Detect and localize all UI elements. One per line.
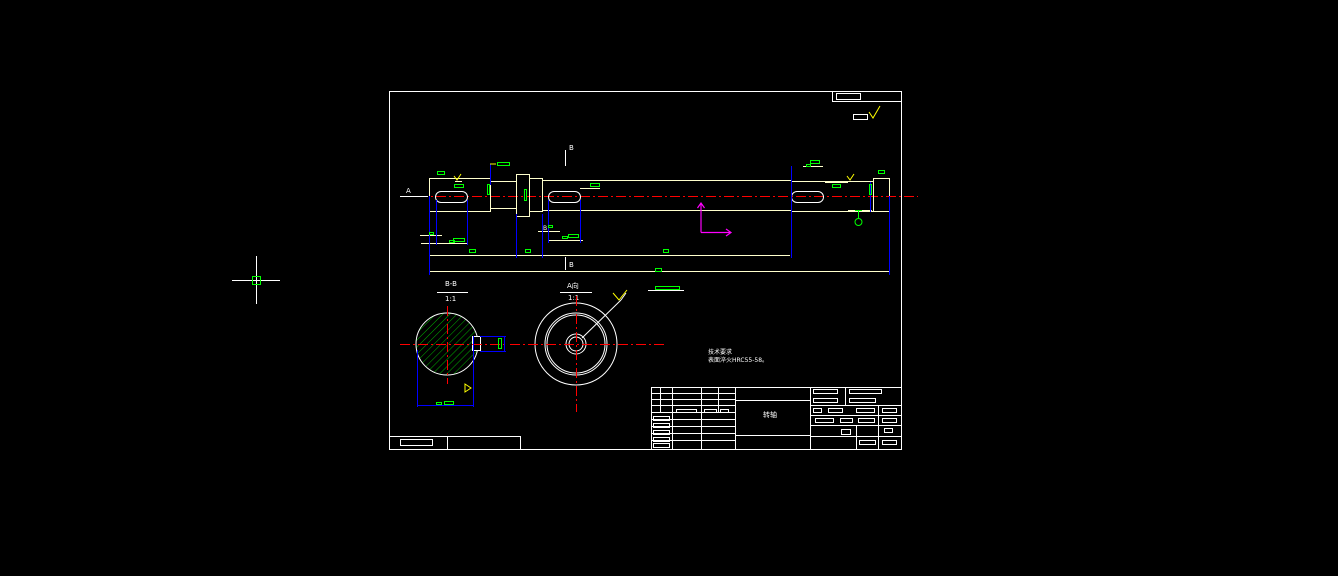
drawing-sheet: [389, 91, 902, 450]
notes-title: 技术要求: [708, 348, 732, 356]
pickbox: [252, 276, 261, 285]
view-arrow-a-label: A: [406, 187, 411, 195]
datum-symbol: [854, 210, 863, 226]
shaft-main-view: B B A B: [400, 144, 918, 275]
sheet-border: [389, 91, 902, 450]
view-a-title: A向: [567, 281, 579, 290]
view-a-scale: 1:1: [568, 294, 579, 302]
storage-code-box: [389, 436, 521, 450]
part-name: 转轴: [763, 410, 777, 419]
notes-line1: 表面淬火HRC55-58。: [708, 356, 768, 364]
section-bb-title: B-B: [445, 280, 457, 288]
section-mark-bottom: B: [569, 261, 574, 269]
drawing-code-box: [832, 91, 902, 102]
section-bb-scale: 1:1: [445, 295, 456, 303]
svg-text:B: B: [543, 225, 547, 232]
section-mark-top: B: [569, 144, 574, 152]
section-bb-view: B-B 1:1: [400, 280, 506, 407]
view-a: A向 1:1: [510, 281, 684, 412]
crosshair-cursor-icon: [232, 256, 280, 304]
ucs-axis-icon: [697, 201, 733, 237]
surface-roughness-icon: [853, 105, 881, 120]
technical-notes: 技术要求 表面淬火HRC55-58。: [708, 348, 768, 364]
dimension-annotations: [429, 160, 885, 272]
title-block: [651, 387, 902, 450]
